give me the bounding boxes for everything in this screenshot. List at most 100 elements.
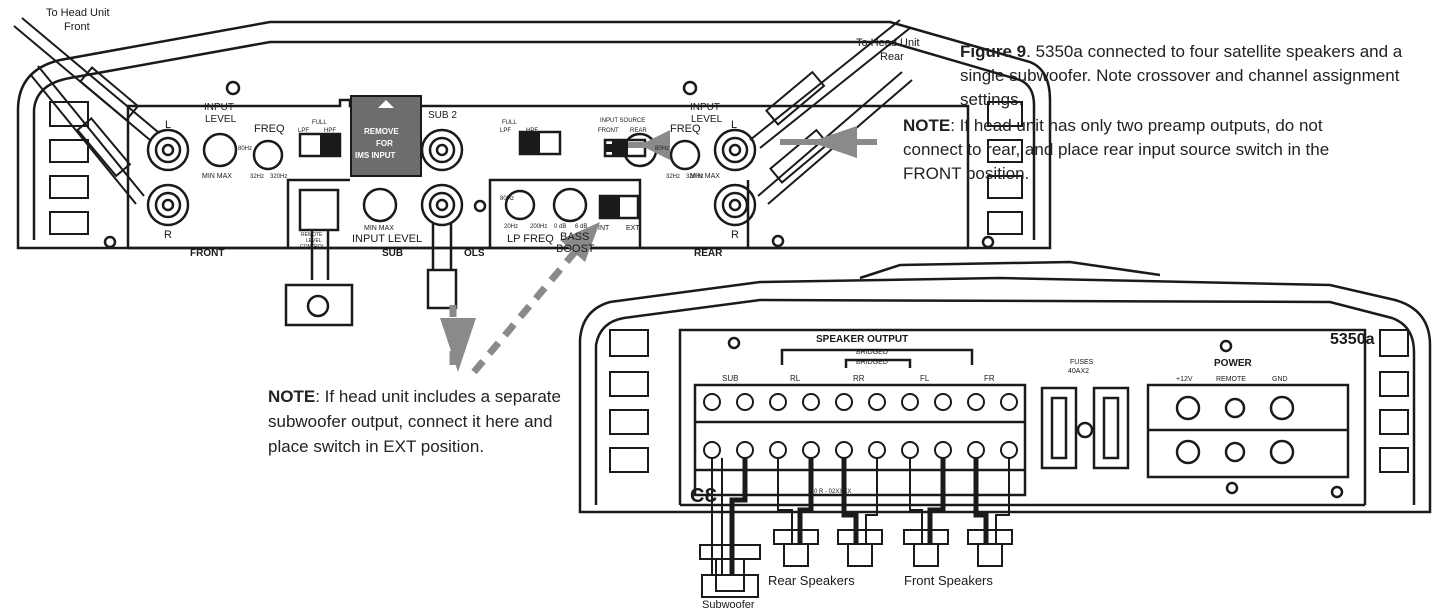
label-ext: EXT [626,225,640,232]
remote-level-control-port [284,188,354,327]
label-front-r: R [164,229,172,241]
label-bass-6db: 6 dB [575,224,587,230]
label-front-32hz: 32Hz [250,174,264,180]
note-rear-label: NOTE [903,116,951,135]
label-front-hpf: HPF [324,128,336,134]
label-rear-lpf: LPF [500,128,511,134]
note-rear-text: : If head unit has only two preamp outpu… [903,116,1330,183]
label-speaker-output: SPEAKER OUTPUT [816,334,908,345]
label-sub-controls-right: OLS [464,248,485,259]
front-rca-cables [13,17,159,205]
label-serial: 0 R - 02XXXX [814,489,851,495]
label-front-320hz: 320Hz [270,174,287,180]
label-to-head-unit-rear-1: To Head Unit [856,37,920,49]
label-sub-controls-left: SUB [382,248,403,259]
label-gnd: GND [1272,376,1288,383]
label-rear-section: REAR [694,248,723,259]
label-remote: REMOTE [1216,376,1246,383]
label-int: INT [598,225,610,232]
label-rear-input-1: INPUT [690,102,720,113]
label-front-section: FRONT [190,248,224,259]
label-rr: RR [853,374,865,383]
label-front-freq: FREQ [254,123,285,135]
sub-rca-cable [426,222,458,310]
label-front-input-2: LEVEL [205,114,237,125]
note-sub-text: : If head unit includes a separate subwo… [268,387,561,456]
label-subwoofer: Subwoofer [702,599,755,611]
label-sub-min-max: MIN MAX [364,225,394,232]
label-rear-hpf: HPF [526,128,538,134]
label-rl: RL [790,374,801,383]
speaker-connectors [699,529,1013,598]
output-panel-amplifier [578,260,1432,514]
figure-caption-text: . 5350a connected to four satellite spea… [960,42,1403,109]
label-fl: FL [920,374,930,383]
label-front-full: FULL [312,120,327,126]
note-sub-output: NOTE: If head unit includes a separate s… [268,384,578,459]
label-rear-80hz: 80Hz [655,146,669,152]
label-remote-3: CONTROL [300,244,325,250]
label-for: FOR [376,139,393,148]
sub-arrow-head [440,318,476,372]
label-rear-input-2: LEVEL [691,114,723,125]
label-rear-freq: FREQ [670,123,701,135]
label-remote-1: REMOTE [301,232,323,238]
label-bass-1: BASS [560,231,589,243]
label-lp-200hz: 200Hz [530,224,547,230]
label-remote-2: LEVEL [306,238,322,244]
label-lp-20hz: 20Hz [504,224,518,230]
label-sub2: SUB 2 [428,110,457,121]
label-lp-freq: LP FREQ [507,233,554,245]
label-rear-r: R [731,229,739,241]
label-sub: SUB [722,374,738,383]
label-front-min-max: MIN MAX [202,173,232,180]
label-front-80hz: 80Hz [238,146,252,152]
label-lp-80hz: 80Hz [500,196,514,202]
label-ce-mark: CƐ [690,485,717,507]
label-input-source: INPUT SOURCE [600,118,645,124]
label-source-front: FRONT [598,128,619,134]
front-rca-jacks [146,128,190,227]
label-bridged-inner: BRIDGED [856,359,888,366]
note-sub-arrow [449,237,588,375]
sub-rca-jacks [420,128,464,227]
rear-arrow-head [810,126,857,158]
label-bass-0db: 0 dB [554,224,566,230]
figure-caption: Figure 9. 5350a connected to four satell… [960,40,1430,112]
diagram-labels: To Head Unit Front To Head Unit Rear L R… [46,7,1375,611]
label-fr: FR [984,374,995,383]
label-rear-min-max: MIN MAX [690,173,720,180]
label-front-speakers: Front Speakers [904,573,993,588]
label-bass-2: BOOST [556,243,595,255]
remove-for-ims-input-cover [350,95,422,177]
label-to-head-unit-front-2: Front [64,21,90,33]
label-fuses-1: FUSES [1070,359,1094,366]
label-to-head-unit-rear-2: Rear [880,51,904,63]
note-sub-label: NOTE [268,387,316,406]
label-model: 5350a [1330,331,1375,348]
label-rear-speakers: Rear Speakers [768,573,855,588]
label-power: POWER [1214,358,1253,369]
input-panel-amplifier [16,20,1052,250]
rear-rca-jacks [713,128,757,227]
label-ims-input: IMS INPUT [355,151,396,160]
label-source-rear: REAR [630,128,647,134]
label-front-lpf: LPF [298,128,309,134]
label-rear-320hz: 320Hz [686,174,703,180]
label-sub-input-level: INPUT LEVEL [352,233,422,245]
label-fuses-2: 40AX2 [1068,368,1089,375]
figure-label: Figure 9 [960,42,1027,61]
label-front-input-1: INPUT [204,102,234,113]
label-front-l: L [165,119,171,131]
label-rear-l: L [731,119,737,131]
speaker-terminals [703,393,1018,459]
label-bridged-outer: BRIDGED [856,349,888,356]
speaker-wires [711,458,1010,575]
label-remove: REMOVE [364,127,399,136]
filled-marks [320,95,857,372]
label-rear-full: FULL [502,120,517,126]
label-to-head-unit-front-1: To Head Unit [46,7,110,19]
label-12v: +12V [1176,376,1193,383]
label-rear-32hz: 32Hz [666,174,680,180]
